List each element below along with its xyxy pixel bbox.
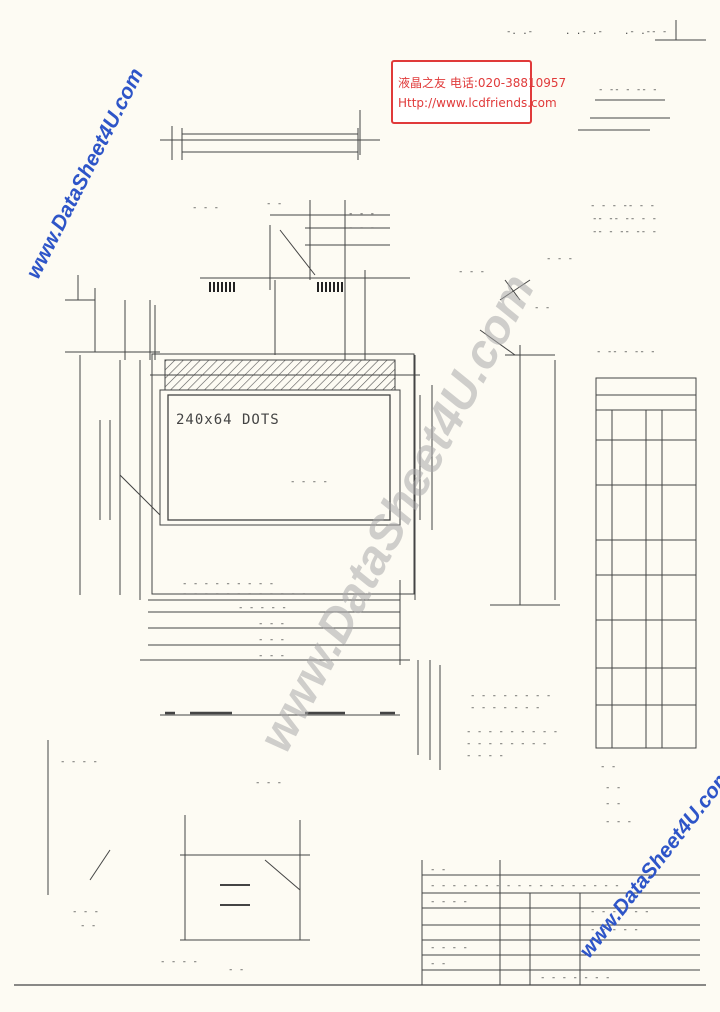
distributor-stamp: 液晶之友 电话:020-38810957 Http://www.lcdfrien… (391, 60, 566, 124)
stamp-phone-text: 液晶之友 电话:020-38810957 (398, 76, 567, 90)
module-outline (151, 353, 415, 595)
lcd-label: 240x64 DOTS (176, 412, 280, 428)
side-view-module (181, 133, 359, 153)
stamp-url-text: Http://www.lcdfriends.com (398, 96, 557, 110)
lcd-active-area (167, 394, 391, 521)
